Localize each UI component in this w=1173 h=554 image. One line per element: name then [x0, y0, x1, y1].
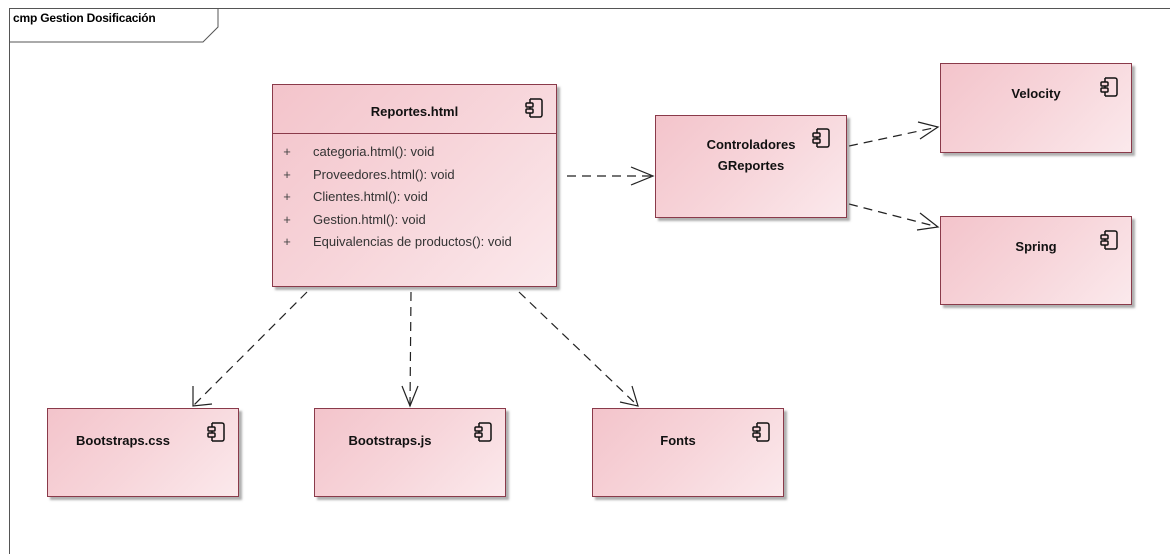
component-name: Fonts [660, 433, 696, 448]
arrowhead-fonts [619, 385, 639, 407]
operation-signature: Clientes.html(): void [313, 189, 428, 204]
dependency-edges [192, 121, 940, 408]
operation-item: + categoria.html(): void [273, 141, 556, 164]
dependency-reportes-bootstraps-css [192, 291, 308, 407]
visibility-marker: + [283, 166, 291, 182]
component-icon [473, 421, 493, 443]
dependency-reportes-bootstraps-js [409, 291, 412, 407]
component-name-line1: Controladores [706, 137, 796, 152]
operations-compartment: + categoria.html(): void + Proveedores.htm… [273, 133, 556, 254]
component-name-line2: GReportes [717, 158, 785, 173]
operation-signature: Proveedores.html(): void [313, 166, 455, 182]
operation-item: + Gestion.html(): void [273, 209, 556, 232]
arrowhead-spring [916, 212, 940, 231]
component-bootstraps-css[interactable]: Bootstraps.css [47, 408, 239, 497]
operation-signature: Gestion.html(): void [313, 211, 426, 227]
component-bootstraps-js[interactable]: Bootstraps.js [314, 408, 506, 497]
frame-title-tab [9, 8, 219, 43]
arrowhead-velocity [917, 121, 940, 140]
frame-title: cmp Gestion Dosificación [13, 11, 156, 25]
operation-signature: Equivalencias de productos(): void [313, 234, 512, 249]
dependency-controladores-velocity [848, 126, 939, 147]
component-controladores[interactable]: Controladores GReportes [655, 115, 847, 218]
arrowhead-controladores [630, 166, 655, 186]
operation-item: + Clientes.html(): void [273, 186, 556, 209]
component-velocity[interactable]: Velocity [940, 63, 1132, 153]
component-icon [524, 97, 544, 119]
component-reportes[interactable]: Reportes.html + categoria.html(): void + P… [272, 84, 557, 287]
visibility-marker: + [283, 189, 291, 204]
arrowhead-bootstraps-js [401, 385, 419, 408]
visibility-marker: + [283, 211, 291, 227]
component-name: Spring [1015, 239, 1057, 254]
component-icon [206, 421, 226, 443]
operation-item: + Proveedores.html(): void [273, 164, 556, 187]
operation-item: + Equivalencias de productos(): void [273, 231, 556, 254]
component-spring[interactable]: Spring [940, 216, 1132, 305]
arrowhead-bootstraps-css [192, 386, 213, 407]
component-name: Reportes.html [370, 104, 459, 119]
component-icon [1099, 76, 1119, 98]
component-icon [1099, 229, 1119, 251]
visibility-marker: + [283, 234, 291, 249]
component-name: Velocity [1011, 86, 1061, 101]
component-name: Bootstraps.css [76, 433, 170, 448]
component-name: Bootstraps.js [348, 433, 432, 448]
dependency-controladores-spring [848, 203, 939, 228]
visibility-marker: + [283, 144, 291, 159]
component-icon [811, 127, 831, 149]
component-fonts[interactable]: Fonts [592, 408, 784, 497]
dependency-reportes-fonts [518, 291, 639, 407]
diagram-frame [9, 8, 1170, 554]
component-icon [751, 421, 771, 443]
operation-signature: categoria.html(): void [313, 144, 435, 159]
